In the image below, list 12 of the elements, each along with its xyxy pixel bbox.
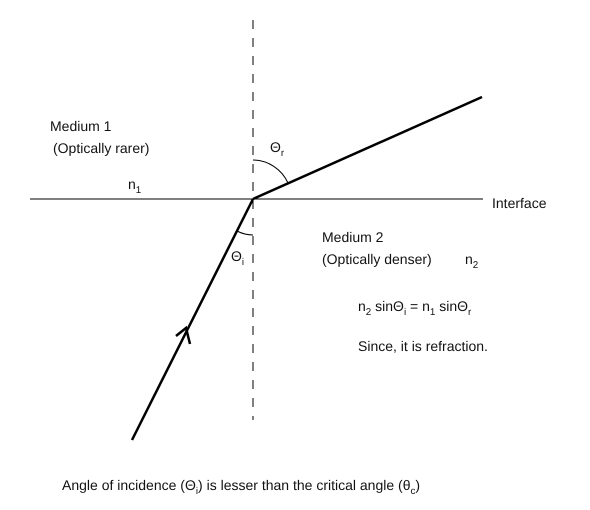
medium-description: (Optically denser) (322, 251, 432, 268)
angle-label: Θ$_{r}$ (270, 139, 284, 160)
medium-description: (Optically rarer) (53, 140, 150, 157)
caption-text: Angle of incidence (Θ$_{i}$) is lesser than the critical angle (θ$_{c}$) (62, 477, 420, 498)
note-text: Since, it is refraction. (358, 338, 488, 355)
refractive-index-label: n$_{2}$ (465, 251, 478, 272)
refractive-index-label: n$_{1}$ (128, 176, 142, 197)
medium-label: Medium 2 (322, 229, 384, 246)
medium-label: Medium 1 (50, 118, 112, 135)
interface-label: Interface (492, 195, 546, 212)
angle-label: Θ$_{i}$ (231, 248, 244, 269)
snell-law-equation: n$_{2}$ sinΘ$_{i}$ = n$_{1}$ sinΘ$_{r}$ (358, 298, 472, 319)
